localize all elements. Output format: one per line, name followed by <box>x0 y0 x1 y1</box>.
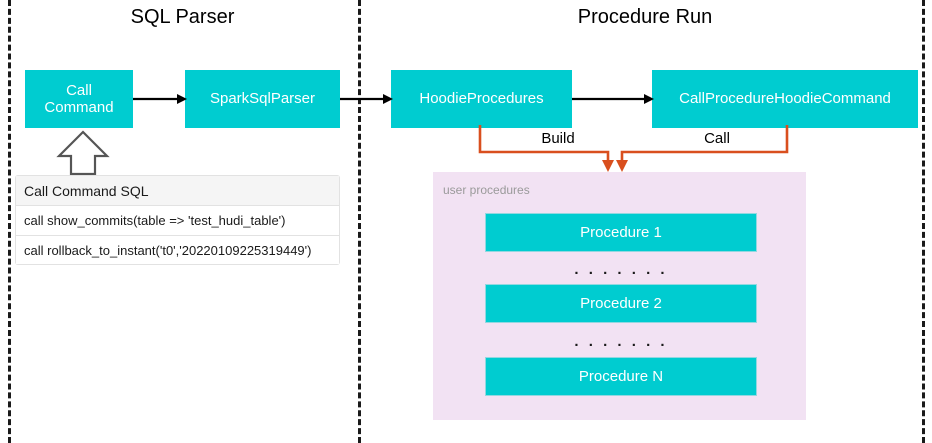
divider-right <box>922 0 925 443</box>
sql-table-row[interactable]: call rollback_to_instant('t0','202201092… <box>15 235 340 265</box>
hollow-up-arrow-icon <box>56 130 110 176</box>
arrow-right-icon-hoodie-to-command <box>572 94 654 104</box>
edge-label-build: Build <box>541 130 574 147</box>
call-command-sql-table: Call Command SQL call show_commits(table… <box>15 175 340 265</box>
procedures-ellipsis: . . . . . . . <box>574 261 668 278</box>
procedures-ellipsis: . . . . . . . <box>574 333 668 350</box>
arrow-right-icon-parser-to-hoodie <box>340 94 393 104</box>
edge-label-call: Call <box>704 130 730 147</box>
divider-left <box>8 0 11 443</box>
section-title-sql-parser: SQL Parser <box>130 6 235 28</box>
node-call-command[interactable]: Call Command <box>25 70 133 128</box>
arrow-down-icon-build <box>602 160 614 172</box>
node-call-command-line2: Command <box>44 99 114 116</box>
node-hoodie-procedures[interactable]: HoodieProcedures <box>391 70 572 128</box>
user-procedures-panel: user procedures Procedure 1 . . . . . . … <box>433 172 806 420</box>
user-procedures-label: user procedures <box>443 183 530 197</box>
procedure-box[interactable]: Procedure 1 <box>485 213 757 252</box>
sql-table-header: Call Command SQL <box>15 175 340 205</box>
node-call-procedure-hoodie-command[interactable]: CallProcedureHoodieCommand <box>652 70 918 128</box>
node-spark-sql-parser[interactable]: SparkSqlParser <box>185 70 340 128</box>
procedure-box[interactable]: Procedure N <box>485 357 757 396</box>
arrow-down-icon-call <box>616 160 628 172</box>
node-call-command-line1: Call <box>66 81 92 99</box>
sql-table-row[interactable]: call show_commits(table => 'test_hudi_ta… <box>15 205 340 235</box>
procedure-box[interactable]: Procedure 2 <box>485 284 757 323</box>
section-title-procedure-run: Procedure Run <box>577 6 713 28</box>
divider-middle <box>358 0 361 443</box>
build-call-connectors: Build Call <box>478 125 789 172</box>
arrow-right-icon-call-to-parser <box>133 94 187 104</box>
